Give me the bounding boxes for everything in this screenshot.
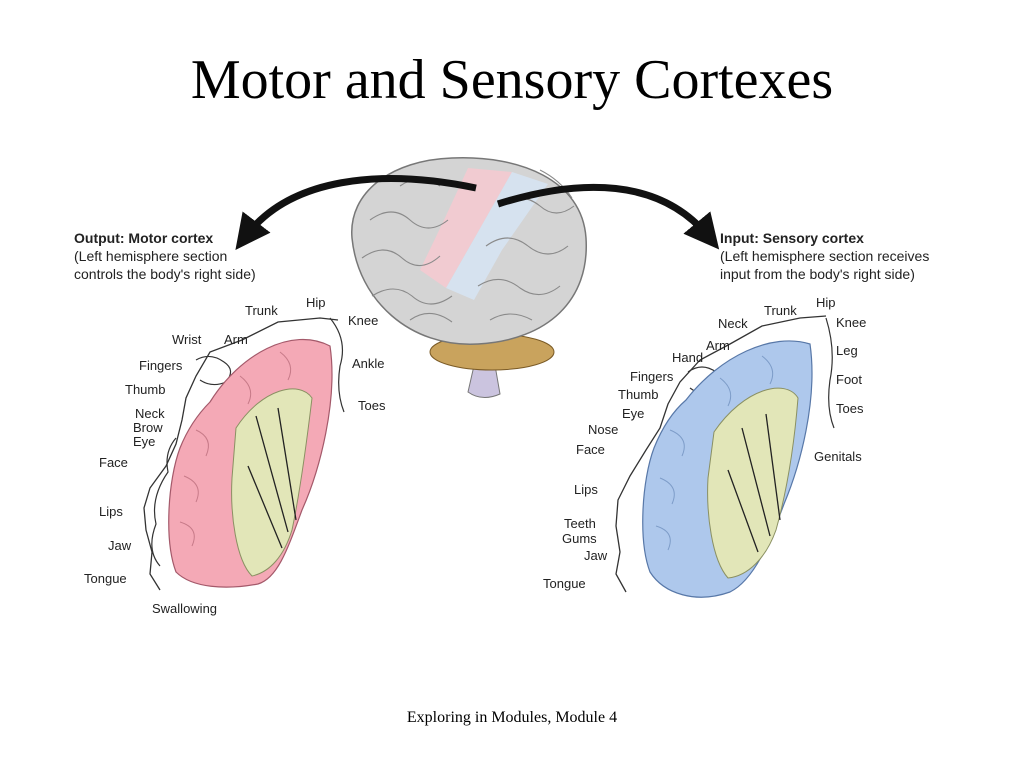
motor-label-thumb: Thumb	[125, 382, 165, 397]
sensory-label-toes: Toes	[836, 401, 864, 416]
sensory-label-fingers: Fingers	[630, 369, 674, 384]
sensory-label-knee: Knee	[836, 315, 866, 330]
sensory-label-neck: Neck	[718, 316, 748, 331]
slide-footer: Exploring in Modules, Module 4	[406, 709, 618, 726]
motor-label-trunk: Trunk	[245, 303, 278, 318]
sensory-label-eye: Eye	[622, 406, 644, 421]
motor-label-toes: Toes	[358, 398, 386, 413]
sensory-caption-line-1: (Left hemisphere section receives	[720, 248, 929, 264]
sensory-caption-title: Input: Sensory cortex	[720, 230, 864, 246]
sensory-white-matter	[707, 387, 799, 579]
motor-panel: Output: Motor cortex (Left hemisphere se…	[74, 230, 386, 616]
motor-label-eye: Eye	[133, 434, 155, 449]
sensory-label-hand: Hand	[672, 350, 703, 365]
motor-caption-title: Output: Motor cortex	[74, 230, 213, 246]
motor-hand-outline	[195, 355, 232, 386]
motor-label-lips: Lips	[99, 504, 123, 519]
sensory-strip	[446, 172, 548, 300]
sensory-label-hip: Hip	[816, 295, 836, 310]
motor-label-neck: Neck	[135, 406, 165, 421]
sensory-label-thumb: Thumb	[618, 387, 658, 402]
motor-strip	[420, 168, 512, 288]
sensory-caption-line-2: input from the body's right side)	[720, 266, 915, 282]
motor-label-jaw: Jaw	[108, 538, 132, 553]
sensory-label-trunk: Trunk	[764, 303, 797, 318]
sensory-label-lips: Lips	[574, 482, 598, 497]
sensory-label-genitals: Genitals	[814, 449, 862, 464]
sensory-label-arm: Arm	[706, 338, 730, 353]
motor-face-outline	[151, 437, 177, 567]
motor-label-hip: Hip	[306, 295, 326, 310]
slide-title: Motor and Sensory Cortexes	[190, 49, 834, 111]
motor-white-matter	[231, 388, 313, 577]
motor-caption-line-2: controls the body's right side)	[74, 266, 256, 282]
motor-label-ankle: Ankle	[352, 356, 385, 371]
sensory-label-tongue: Tongue	[543, 576, 586, 591]
motor-label-swallowing: Swallowing	[152, 601, 217, 616]
motor-label-face: Face	[99, 455, 128, 470]
motor-label-brow: Brow	[133, 420, 163, 435]
sensory-label-teeth: Teeth	[564, 516, 596, 531]
sensory-label-foot: Foot	[836, 372, 862, 387]
motor-label-wrist: Wrist	[172, 332, 202, 347]
motor-leg-outline	[329, 317, 345, 413]
arrow-to-motor	[235, 175, 477, 250]
motor-label-fingers: Fingers	[139, 358, 183, 373]
motor-label-knee: Knee	[348, 313, 378, 328]
sensory-label-gums: Gums	[562, 531, 597, 546]
sensory-leg-outline	[825, 317, 835, 429]
sensory-label-jaw: Jaw	[584, 548, 608, 563]
arrow-to-sensory	[496, 183, 720, 250]
sensory-homunculus-outline	[615, 315, 827, 593]
motor-label-arm: Arm	[224, 332, 248, 347]
sensory-label-face: Face	[576, 442, 605, 457]
motor-label-tongue: Tongue	[84, 571, 127, 586]
sensory-panel: Input: Sensory cortex (Left hemisphere s…	[543, 230, 929, 598]
brain-illustration	[351, 157, 587, 398]
sensory-label-leg: Leg	[836, 343, 858, 358]
motor-caption-line-1: (Left hemisphere section	[74, 248, 227, 264]
motor-homunculus-outline	[143, 317, 339, 591]
sensory-label-nose: Nose	[588, 422, 618, 437]
